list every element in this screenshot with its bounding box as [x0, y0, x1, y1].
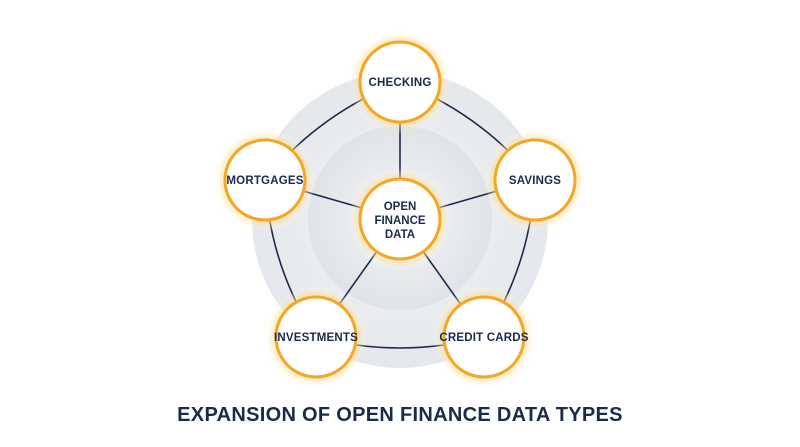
center-node: OPEN FINANCE DATA — [348, 167, 452, 271]
node-mortgages-ring — [223, 138, 307, 222]
node-mortgages: MORTGAGES — [213, 128, 317, 232]
node-savings-label: SAVINGS — [509, 175, 561, 187]
node-checking-ring — [358, 40, 442, 124]
center-label-line-3: DATA — [385, 229, 415, 241]
center-label-line-2: FINANCE — [374, 215, 425, 227]
node-checking-label: CHECKING — [369, 77, 432, 89]
node-mortgages-label: MORTGAGES — [226, 175, 303, 187]
node-credit-cards-label: CREDIT CARDS — [439, 332, 528, 344]
center-label-line-1: OPEN — [384, 201, 417, 213]
center-node-ring — [358, 177, 442, 261]
node-credit-cards-ring — [442, 295, 526, 379]
node-investments-label: INVESTMENTS — [274, 332, 358, 344]
node-credit-cards: CREDIT CARDS — [432, 285, 536, 389]
node-checking: CHECKING — [348, 30, 452, 134]
nodes-layer: CHECKING SAVINGS CREDIT CARDS INVESTMENTS MO… — [213, 30, 587, 389]
node-savings-ring — [493, 138, 577, 222]
diagram-title: EXPANSION OF OPEN FINANCE DATA TYPES — [177, 404, 623, 426]
node-savings: SAVINGS — [483, 128, 587, 232]
node-investments-ring — [274, 295, 358, 379]
node-investments: INVESTMENTS — [264, 285, 368, 389]
